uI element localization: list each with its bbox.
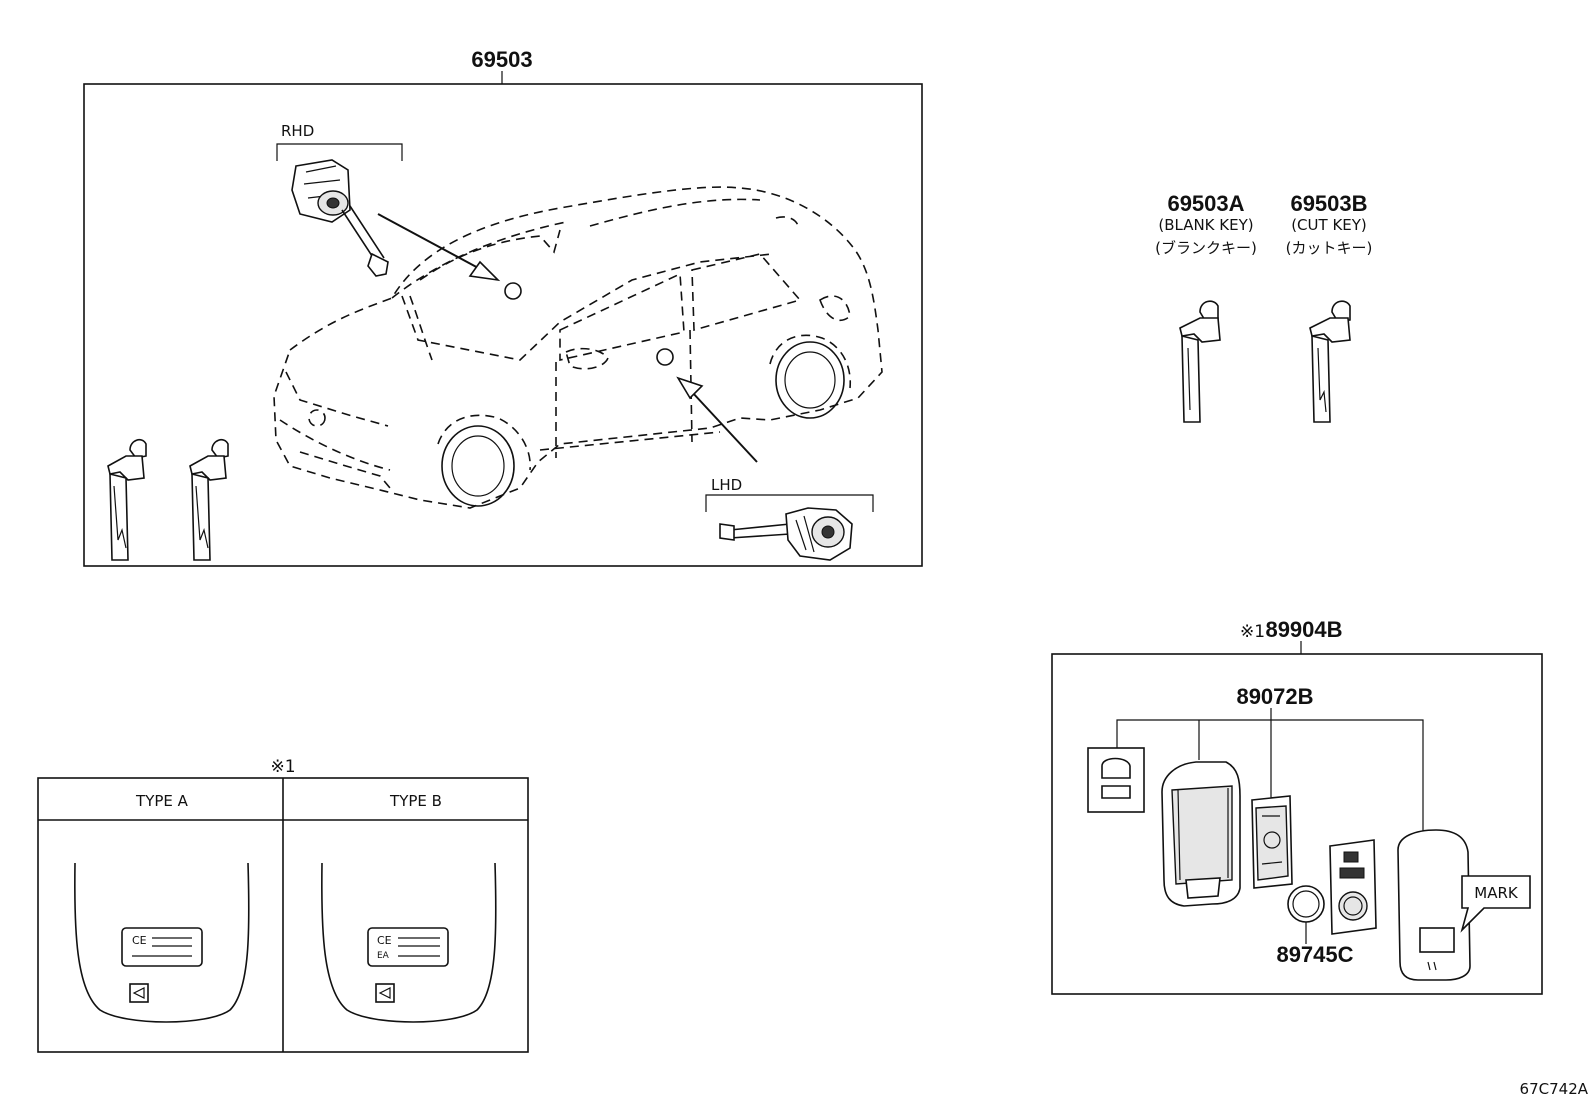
type-a-fob-illustration: CE [74,862,250,1023]
transmitter-group: ※1 89904B 89072B [1051,617,1543,995]
rhd-label: RHD [281,122,314,140]
inner-tray-illustration[interactable] [1329,839,1377,935]
mark-label: MARK [1474,884,1519,902]
svg-text:CE: CE [132,934,147,947]
lhd-arrow [676,376,758,463]
cut-key-group: 69503B (CUT KEY) (カットキー) [1286,191,1373,423]
blank-key-group: 69503A (BLANK KEY) (ブランクキー) [1155,191,1257,423]
main-assembly-frame [83,83,923,567]
back-cover-illustration[interactable] [1397,829,1471,981]
cut-key-english-label: (CUT KEY) [1291,216,1367,234]
blank-key-english-label: (BLANK KEY) [1158,216,1253,234]
svg-text:CE: CE [377,934,392,947]
part-number-blank-key[interactable]: 69503A [1167,191,1244,216]
button-pad-illustration[interactable] [1087,747,1145,813]
rhd-lock-cylinder[interactable] [291,159,389,277]
type-b-fob-illustration: CE EA [321,862,497,1023]
case-frame-illustration[interactable] [1161,761,1241,907]
blank-key-illustration[interactable] [1179,300,1221,423]
part-number-main-assembly[interactable]: 69503 [471,47,532,72]
battery-illustration[interactable] [1287,885,1325,923]
part-number-cut-key[interactable]: 69503B [1290,191,1367,216]
circuit-board-illustration[interactable] [1251,795,1293,889]
part-number-battery[interactable]: 89745C [1276,942,1353,967]
cut-key-illustration[interactable] [1309,300,1351,423]
figure-code: 67C742A [1520,1080,1589,1098]
type-b-header: TYPE B [389,792,442,810]
car-illustration [273,186,883,509]
cut-key-japanese-label: (カットキー) [1286,239,1373,257]
lhd-label: LHD [711,476,742,494]
key-illustration-2[interactable] [189,438,229,561]
mark-callout: MARK [1460,875,1531,933]
blank-key-japanese-label: (ブランクキー) [1155,239,1257,257]
transmitter-frame [1051,653,1543,995]
type-a-header: TYPE A [135,792,189,810]
lhd-lock-cylinder[interactable] [719,507,853,561]
type-table: ※1 TYPE A TYPE B CE CE EA [37,757,529,1053]
key-illustration-1[interactable] [107,438,147,561]
svg-text:EA: EA [377,951,390,961]
rhd-arrow [377,213,522,300]
part-number-case[interactable]: 89072B [1236,684,1313,709]
type-table-note-mark: ※1 [270,757,295,777]
main-assembly-group: 69503 RHD [83,47,923,567]
part-number-transmitter[interactable]: 89904B [1265,617,1342,642]
transmitter-note-mark: ※1 [1240,622,1265,642]
